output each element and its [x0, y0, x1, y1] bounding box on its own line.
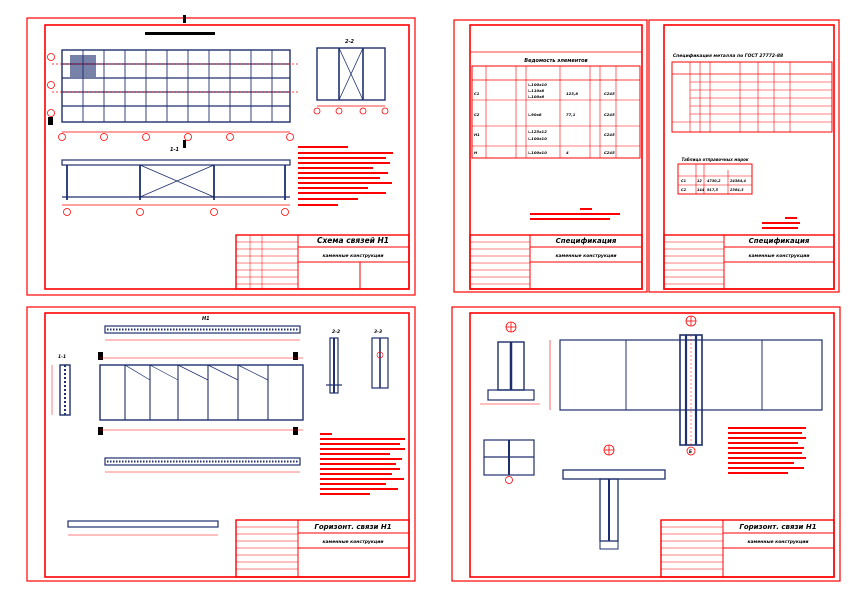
sheet-4: Н1 1-1: [26, 306, 416, 582]
mark-2-2: 2-2: [332, 329, 340, 335]
axis-mark: Б: [689, 449, 692, 454]
sheet-2: Ведомость элементов С1 ∟100х10 ∟110х8 ∟1…: [453, 19, 648, 293]
title-block: Схема связей Н1 каменные конструкции: [235, 234, 410, 290]
summary-title: Таблица отправочных марок: [681, 157, 748, 162]
elements-table: С1 ∟100х10 ∟110х8 ∟100х8 123,8 С245 С2 ∟…: [471, 65, 641, 159]
sheet-subtitle: каменные конструкции: [747, 540, 809, 545]
sheet-3-notes: [762, 217, 800, 229]
brace-panel: [98, 352, 304, 435]
sheet-5-notes: [728, 427, 806, 474]
table-title: Ведомость элементов: [524, 58, 587, 64]
row-code: С245: [604, 132, 615, 137]
wall-elevation: Б: [549, 315, 823, 456]
notes-block: [298, 146, 393, 206]
bar-detail: [67, 520, 219, 536]
sheet-1: 2-2 1-1: [26, 15, 416, 296]
sheet-2-notes: [530, 208, 620, 220]
summary-table: Таблица отправочных марок С1 12 4730,2 2…: [677, 157, 753, 195]
section-3-3: 3-3: [371, 329, 389, 389]
row-code: С245: [604, 91, 615, 96]
row-code: С245: [604, 150, 615, 155]
bay-detail: 2-2: [313, 39, 389, 115]
node-detail: [483, 439, 535, 484]
summary-total: 24384,4: [730, 179, 747, 183]
summary-mark: С1: [681, 179, 687, 183]
row-size: ∟100х8: [528, 94, 545, 99]
column-detail-left: [480, 321, 540, 405]
table-title: Спецификация металла по ГОСТ 27772-88: [673, 52, 783, 59]
summary-total: 2364,3: [730, 188, 744, 192]
summary-mark: С2: [681, 188, 687, 192]
sheet-title: Горизонт. связи Н1: [314, 523, 391, 531]
plan-view: [47, 15, 300, 148]
row-mark: С2: [474, 112, 480, 117]
row-size: ∟100х10: [528, 150, 547, 155]
row-mass: 77,1: [566, 112, 576, 117]
section-2-2: 2-2: [326, 329, 342, 394]
sheet-title: Схема связей Н1: [317, 236, 389, 245]
summary-mass: 917,5: [707, 188, 719, 192]
summary-count: 144: [697, 188, 705, 192]
mark-3-3: 3-3: [374, 329, 382, 335]
truss-bottom: [104, 457, 301, 473]
section-elevation: 1-1: [61, 147, 291, 216]
row-mark: С1: [474, 91, 480, 96]
sheet-subtitle: каменные конструкции: [322, 540, 384, 545]
sheet-title: Спецификация: [749, 237, 810, 245]
mark-1-1: 1-1: [58, 354, 66, 360]
row-code: С245: [604, 112, 615, 117]
truss-top: Н1: [104, 316, 301, 341]
sheet-subtitle: каменные конструкции: [555, 254, 617, 259]
row-mass: 123,8: [566, 91, 578, 96]
row-mark: Н: [474, 150, 478, 155]
sheet-4-notes: [320, 433, 405, 495]
row-size: ∟90х8: [528, 112, 542, 117]
sheet-subtitle: каменные конструкции: [322, 254, 384, 259]
row-size: ∟125х12: [528, 129, 547, 134]
mark-H1: Н1: [202, 316, 210, 322]
row-size: ∟100х10: [528, 136, 547, 141]
row-size: ∟110х8: [528, 88, 545, 93]
summary-mass: 4730,2: [707, 179, 721, 183]
summary-count: 12: [697, 179, 702, 183]
sheet-subtitle: каменные конструкции: [748, 254, 810, 259]
sheet-3: Спецификация металла по ГОСТ 27772-88 Та…: [648, 19, 840, 293]
metal-table: [671, 61, 833, 133]
row-size: ∟100х10: [528, 82, 547, 87]
title-block: Спецификация каменные конструкции: [469, 234, 643, 290]
sheet-title: Спецификация: [556, 237, 617, 245]
title-block: Горизонт. связи Н1 каменные конструкции: [660, 519, 835, 578]
row-mark: Н1: [474, 132, 480, 137]
title-block: Горизонт. связи Н1 каменные конструкции: [235, 519, 410, 578]
section-mark-1-1: 1-1: [170, 147, 179, 153]
section-1-1: 1-1: [51, 354, 71, 416]
title-block: Спецификация каменные конструкции: [663, 234, 835, 290]
sheet-title: Горизонт. связи Н1: [739, 523, 816, 531]
row-mass: 4: [566, 150, 569, 155]
t-joint-plan: [562, 444, 666, 550]
sheet-5: Б: [451, 306, 841, 582]
elevation-mark-2-2: 2-2: [345, 39, 355, 45]
